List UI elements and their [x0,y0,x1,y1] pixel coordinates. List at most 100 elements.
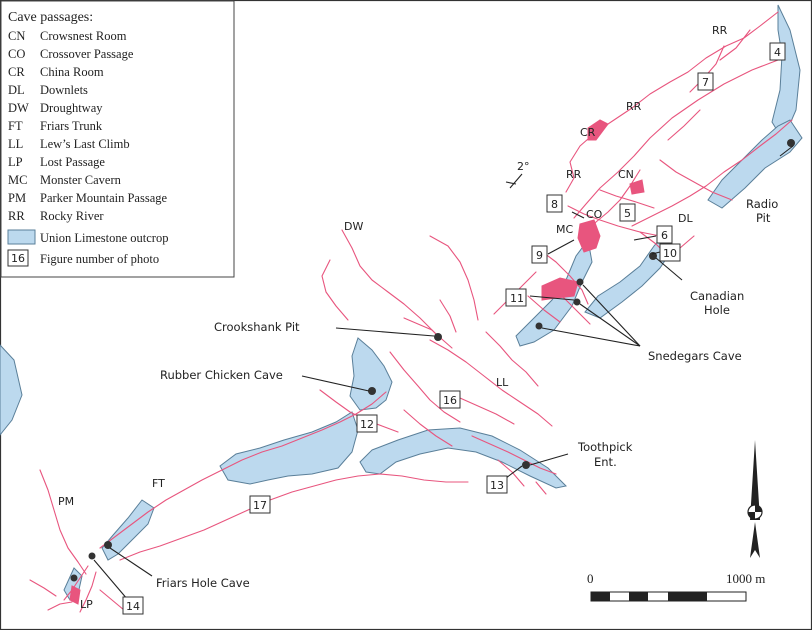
passage-rr-branch-1 [659,29,751,201]
declination-marker: 2° [505,160,530,189]
passage-droughtway [321,229,479,349]
passage-lews-last-climb [429,331,553,427]
legend-figure-swatch-box [7,249,29,267]
figure-box-7: 7 [697,72,714,91]
figure-box-14: 14 [122,596,144,615]
legend-outcrop-label: Union Limestone outcrop [40,231,168,245]
snedegars-entrance-3 [535,322,543,330]
snedegars-wide-passage [541,277,579,301]
figure-box-9: 9 [531,245,548,264]
fig13-arrow [505,465,523,479]
snedegars-entrance-2 [573,298,581,306]
north-arrow [747,440,763,558]
outcrop-left-edge [0,344,23,436]
passage-abbreviations: RR RR RR CR CN CO MC DL DW LL FT PM LP [58,24,728,611]
svg-text:12: 12 [360,418,374,431]
declination-label: 2° [517,160,530,173]
china-room [587,119,609,141]
passage-radio-pit-branch [631,119,793,227]
outcrop-rubber-chicken [349,337,393,411]
dw-label: DW [344,220,363,233]
dl-label: DL [678,212,693,225]
passage-toothpick-branch [471,435,557,495]
radio-pit-label-2: Pit [756,211,771,225]
canadian-hole-entrance [649,252,657,260]
crowsnest-room [629,179,645,195]
rubber-chicken-entrance [368,387,376,395]
figure-box-11: 11 [505,288,527,307]
cn-label: CN [618,168,634,181]
lost-passage-entrance [70,574,78,582]
snedegars-arrow-3 [541,327,641,347]
fig10-arrow [651,251,661,255]
scale-bar: 0 1000 m [587,571,765,602]
toothpick-arrow [529,453,569,466]
lost-passage-wide [69,585,81,605]
svg-text:4: 4 [774,46,781,59]
radio-pit-arrow [779,145,794,157]
co-label: CO [586,208,603,221]
friars-hole-label: Friars Hole Cave [156,576,250,590]
passage-lost-passage [63,565,97,613]
ll-label: LL [496,376,509,389]
canadian-hole-label-2: Hole [704,303,730,317]
lp-label: LP [80,598,93,611]
svg-text:16: 16 [443,394,457,407]
passage-west-branches [29,579,125,611]
figure-box-5: 5 [619,203,636,222]
cave-passages [29,11,793,613]
canadian-hole-label-1: Canadian [690,289,744,303]
fig9-arrow [547,239,575,255]
passage-crossover [567,205,661,237]
passage-rocky-river-mid [573,59,779,219]
svg-text:6: 6 [661,229,668,242]
svg-text:11: 11 [510,292,524,305]
legend-figure-swatch-number: 16 [11,252,25,265]
north-arrow-hub-fill-2 [748,512,755,519]
rr-label-1: RR [712,24,728,37]
radio-pit-label-1: Radio [746,197,778,211]
scale-seg-1 [591,592,610,601]
snedegars-label: Snedegars Cave [648,349,742,363]
scale-start-label: 0 [587,571,594,586]
snedegars-arrow-1 [582,284,641,347]
ft-label: FT [152,477,165,490]
crookshank-arrow [335,327,435,337]
svg-text:5: 5 [624,207,631,220]
crookshank-pit-entrance [434,333,442,341]
place-labels: Radio Pit Canadian Hole Snedegars Cave C… [156,197,778,590]
radio-pit-entrance [787,139,795,147]
snedegars-entrance-1 [576,278,584,286]
rr-label-2: RR [626,100,642,113]
cr-label: CR [580,126,596,139]
rubber-chicken-label: Rubber Chicken Cave [160,368,283,382]
outcrop-friars-hole [101,499,155,561]
passage-parker-mountain [39,469,87,575]
svg-text:10: 10 [663,247,677,260]
figure-box-17: 17 [249,495,271,514]
legend-title: Cave passages: [8,10,93,25]
svg-text:8: 8 [551,198,558,211]
toothpick-label-1: Toothpick [577,440,633,454]
toothpick-entrance [522,461,530,469]
outcrop-central-valley [219,411,359,485]
svg-text:7: 7 [702,76,709,89]
north-arrow-hub-fill [755,505,762,512]
fig8-arrow [571,211,585,219]
label-arrows [93,145,794,601]
passage-snedegars-network [493,249,591,325]
passage-rocky-river-north [565,11,779,193]
passage-friars-trunk [99,391,387,549]
friars-hole-arrow [109,547,153,577]
friars-hole-entrance-1 [104,541,112,549]
scale-seg-3 [668,592,707,601]
